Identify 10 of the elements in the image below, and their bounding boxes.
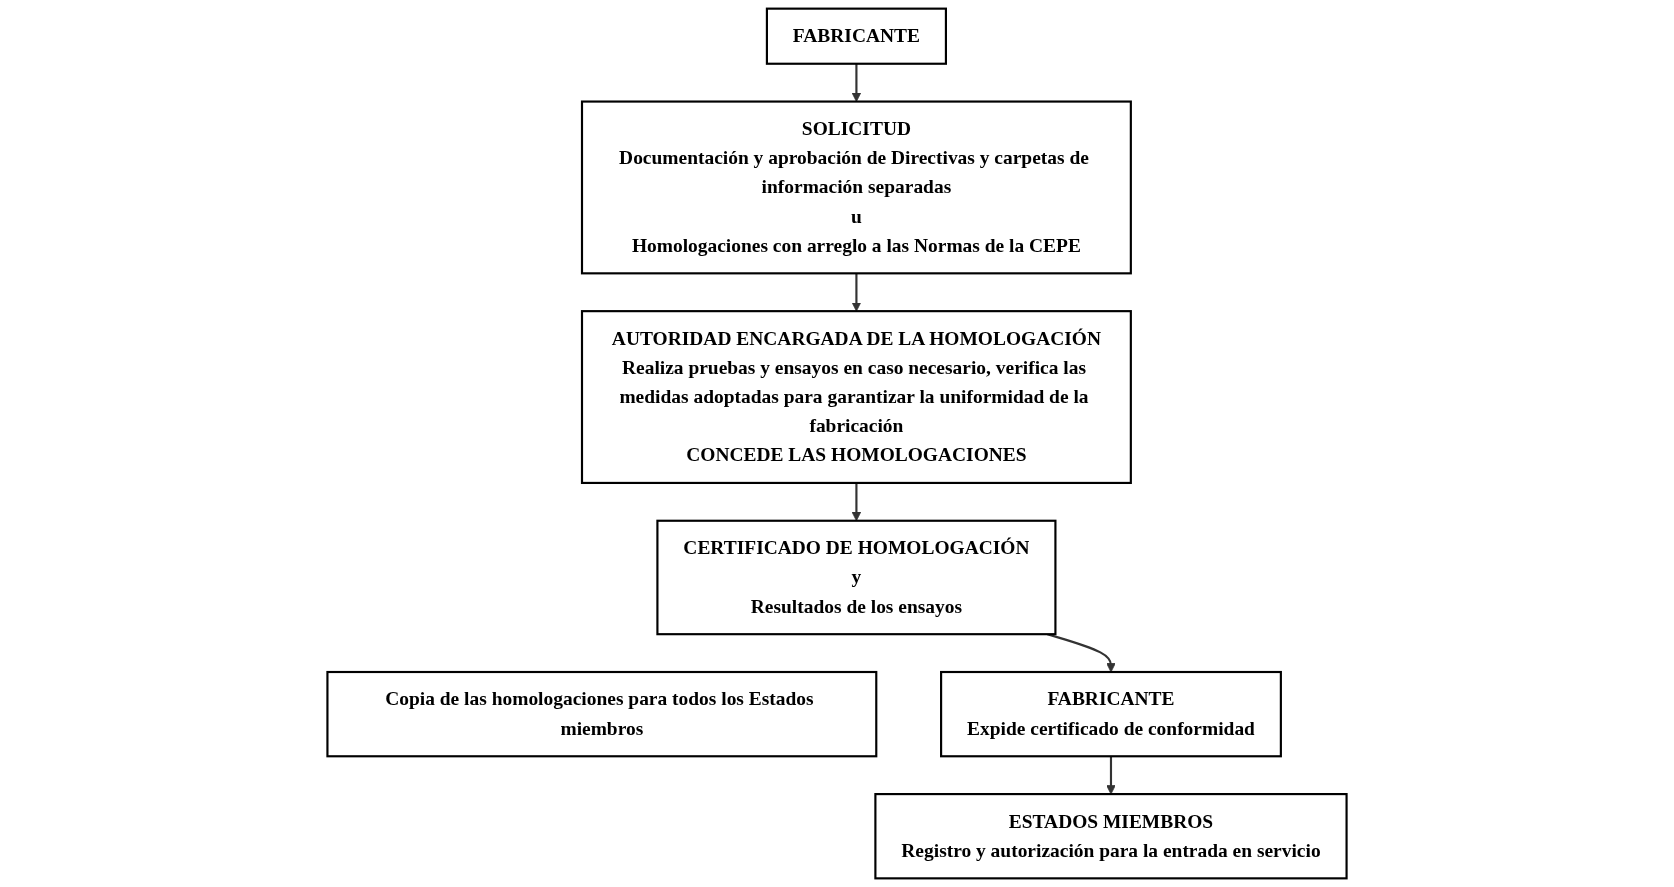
node-box: CERTIFICADO DE HOMOLOGACIÓN y Resultados de los ensayos	[656, 519, 1057, 636]
arrow	[851, 273, 862, 312]
node-box: FABRICANTE	[765, 7, 947, 65]
node-box: SOLICITUD Documentación y aprobación de Directivas y carpetas de información separadas u Homologaciones con arreglo a las Normas de la CEPE	[580, 100, 1132, 275]
node-box: AUTORIDAD ENCARGADA DE LA HOMOLOGACIÓN Realiza pruebas y ensayos en caso necesario, verifica las medidas adoptadas para garantizar la uniformidad de la fabricación CONCEDE LAS HOMOLOGACIONES	[580, 310, 1132, 484]
node-box: FABRICANTE Expide certificado de conformidad	[940, 670, 1282, 758]
node-box: Copia de las homologaciones para todos los Estados miembros	[326, 670, 878, 758]
arrow	[1106, 756, 1116, 795]
node-box: ESTADOS MIEMBROS Registro y autorización para la entrada en servicio	[874, 793, 1348, 880]
arrow	[851, 63, 862, 102]
